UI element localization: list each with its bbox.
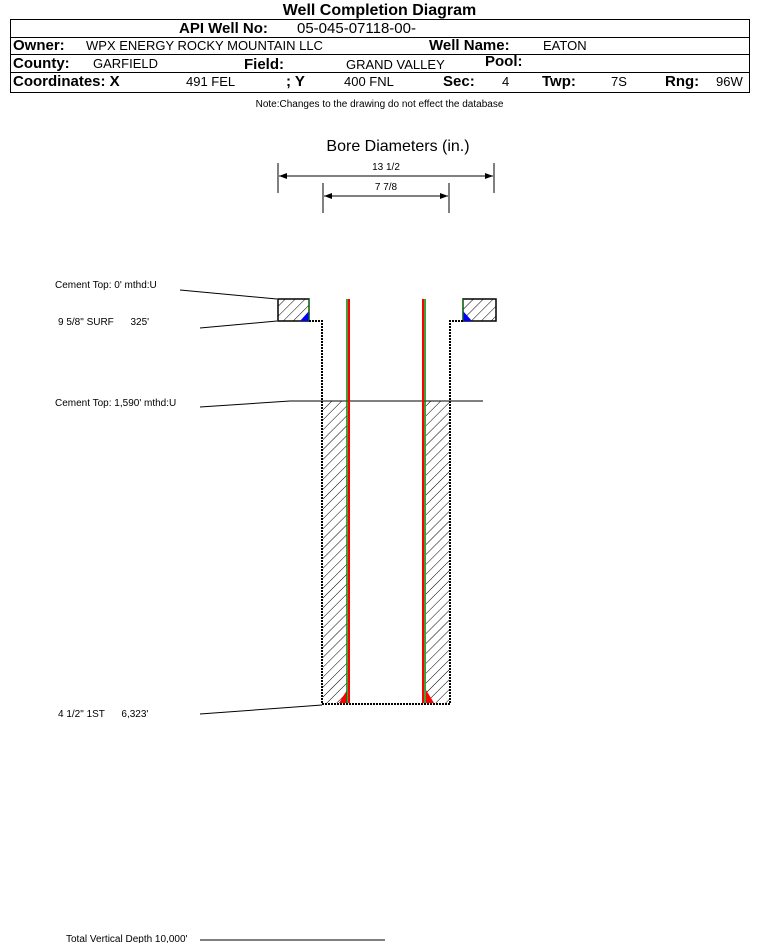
surface-casing: [309, 320, 463, 705]
rng-label: Rng:: [665, 73, 700, 90]
well-name-value: EATON: [543, 38, 587, 53]
bore-diameters-title: Bore Diameters (in.): [326, 138, 469, 155]
api-row: API Well No: 05-045-07118-00-: [11, 20, 749, 38]
field-value: GRAND VALLEY: [346, 57, 445, 72]
coord-x-label: Coordinates: X: [13, 73, 120, 90]
production-casing-label: 4 1/2" 1ST 6,323': [58, 709, 148, 720]
api-label: API Well No:: [179, 20, 268, 37]
field-label: Field:: [244, 56, 284, 73]
api-value: 05-045-07118-00-: [297, 20, 416, 37]
pool-label: Pool:: [485, 53, 523, 70]
diagram-title: Well Completion Diagram: [282, 2, 477, 19]
county-value: GARFIELD: [93, 56, 159, 71]
coord-y-label: ; Y: [286, 73, 305, 90]
bore-dimension-outer: 13 1/2: [277, 162, 495, 193]
sec-value: 4: [502, 74, 510, 89]
rng-value: 96W: [716, 74, 743, 89]
twp-label: Twp:: [542, 73, 576, 90]
bore-outer-label: 13 1/2: [372, 162, 400, 173]
surface-casing-label: 9 5/8" SURF 325': [58, 317, 149, 328]
owner-label: Owner:: [13, 37, 65, 54]
county-row: County: GARFIELD Field: GRAND VALLEY Poo…: [11, 53, 749, 73]
total-vertical-depth-label: Total Vertical Depth 10,000': [66, 934, 188, 943]
owner-row: Owner: WPX ENERGY ROCKY MOUNTAIN LLC Wel…: [11, 37, 749, 55]
bore-dimension-inner: 7 7/8: [322, 182, 450, 213]
coordinates-row: Coordinates: X 491 FEL ; Y 400 FNL Sec: …: [11, 73, 749, 91]
cement-top-surface-label: Cement Top: 0' mthd:U: [55, 280, 157, 291]
production-cement: [323, 401, 449, 703]
coord-x-value: 491 FEL: [186, 74, 236, 89]
county-label: County:: [13, 55, 70, 72]
sec-label: Sec:: [443, 73, 475, 90]
production-casing: [346, 299, 426, 703]
owner-value: WPX ENERGY ROCKY MOUNTAIN LLC: [86, 38, 323, 53]
cement-top-production-label: Cement Top: 1,590' mthd:U: [55, 398, 176, 409]
surface-cement: [277, 298, 497, 322]
well-header-table: API Well No: 05-045-07118-00- Owner: WPX…: [10, 19, 750, 93]
twp-value: 7S: [611, 74, 627, 89]
coord-y-value: 400 FNL: [344, 74, 394, 89]
well-name-label: Well Name:: [429, 37, 510, 54]
bore-inner-label: 7 7/8: [375, 182, 398, 193]
note: Note:Changes to the drawing do not effec…: [255, 99, 504, 110]
